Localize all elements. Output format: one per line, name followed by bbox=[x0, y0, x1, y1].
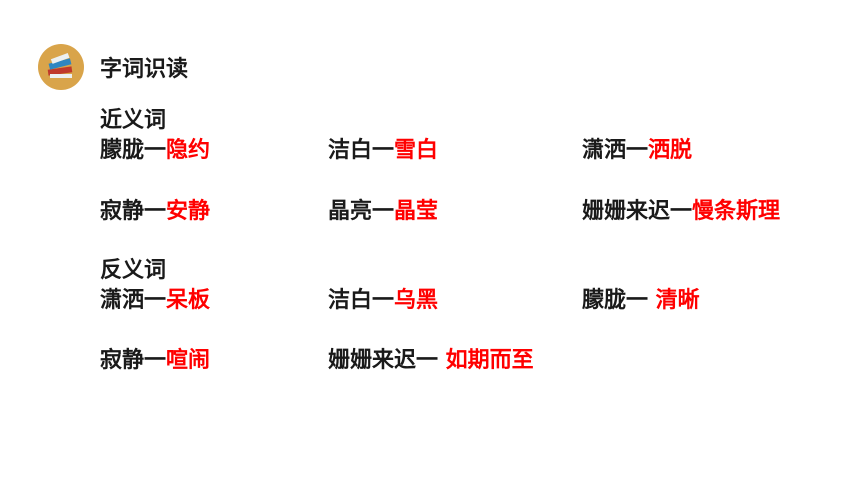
word: 寂静一 bbox=[100, 199, 167, 224]
books-icon bbox=[38, 44, 84, 90]
answer: 洒脱 bbox=[648, 138, 693, 163]
antonyms-heading: 反义词 bbox=[100, 258, 167, 283]
antonym-pair: 朦胧一 清晰 bbox=[582, 287, 700, 315]
word: 潇洒一 bbox=[100, 288, 167, 313]
word: 姗姗来迟一 bbox=[582, 199, 693, 224]
answer: 雪白 bbox=[394, 138, 439, 163]
synonym-pair: 晶亮一晶莹 bbox=[328, 198, 438, 226]
antonym-pair: 洁白一乌黑 bbox=[328, 287, 438, 315]
answer: 晶莹 bbox=[394, 199, 439, 224]
antonym-pair: 姗姗来迟一 如期而至 bbox=[328, 347, 534, 375]
synonym-pair: 洁白一雪白 bbox=[328, 137, 438, 165]
answer: 清晰 bbox=[648, 288, 700, 313]
word: 朦胧一 bbox=[582, 288, 649, 313]
word: 洁白一 bbox=[328, 288, 395, 313]
answer: 乌黑 bbox=[394, 288, 439, 313]
synonym-pair: 姗姗来迟一慢条斯理 bbox=[582, 198, 780, 226]
answer: 呆板 bbox=[166, 288, 211, 313]
synonym-pair: 潇洒一洒脱 bbox=[582, 137, 692, 165]
answer: 喧闹 bbox=[166, 348, 211, 373]
page-title: 字词识读 bbox=[100, 57, 189, 82]
answer: 如期而至 bbox=[438, 348, 534, 373]
word: 晶亮一 bbox=[328, 199, 395, 224]
word: 潇洒一 bbox=[582, 138, 649, 163]
word: 洁白一 bbox=[328, 138, 395, 163]
synonyms-heading: 近义词 bbox=[100, 108, 167, 133]
answer: 慢条斯理 bbox=[692, 199, 781, 224]
antonym-pair: 潇洒一呆板 bbox=[100, 287, 210, 315]
antonym-pair: 寂静一喧闹 bbox=[100, 347, 210, 375]
synonym-pair: 寂静一安静 bbox=[100, 198, 210, 226]
synonym-pair: 朦胧一隐约 bbox=[100, 137, 210, 165]
word: 寂静一 bbox=[100, 348, 167, 373]
word: 姗姗来迟一 bbox=[328, 348, 439, 373]
word: 朦胧一 bbox=[100, 138, 167, 163]
answer: 安静 bbox=[166, 199, 211, 224]
answer: 隐约 bbox=[166, 138, 211, 163]
